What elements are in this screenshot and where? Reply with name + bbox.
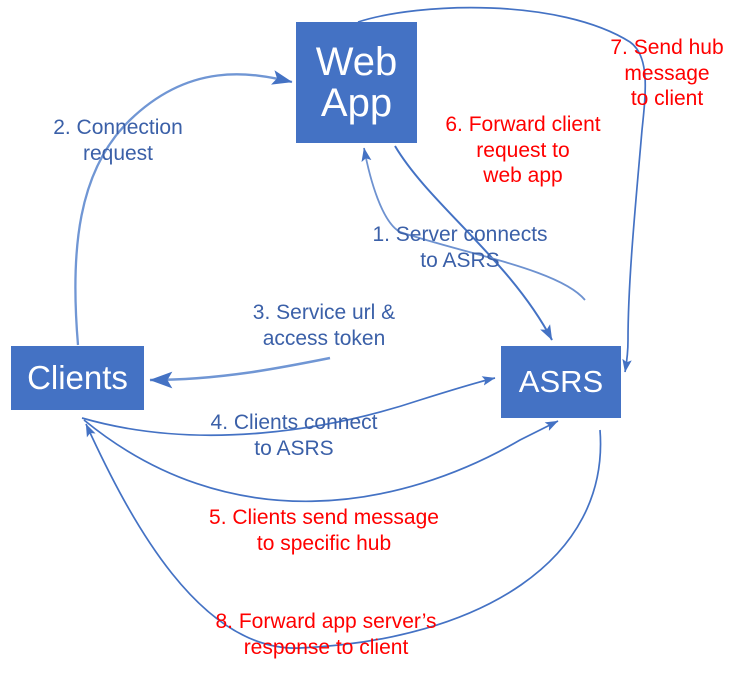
node-clients[interactable]: Clients xyxy=(11,346,144,410)
caption-step-2: 2. Connection request xyxy=(53,116,183,165)
node-web-app-label: Web App xyxy=(315,39,398,125)
arrow-step-7 xyxy=(357,6,647,373)
arrow-step-4 xyxy=(81,376,496,437)
caption-step-4: 4. Clients connect to ASRS xyxy=(210,411,378,460)
caption-step-8: 8. Forward app server’s response to clie… xyxy=(215,610,437,659)
caption-step-5: 5. Clients send message to specific hub xyxy=(209,506,439,555)
arrow-step-1 xyxy=(394,145,553,341)
arrow-step-6 xyxy=(361,147,586,301)
arrow-step-8 xyxy=(85,423,602,649)
caption-step-6: 6. Forward client request to web app xyxy=(445,113,601,188)
caption-step-1: 1. Server connects to ASRS xyxy=(372,223,548,272)
node-web-app[interactable]: Web App xyxy=(296,22,417,143)
caption-step-7: 7. Send hub message to client xyxy=(610,36,724,111)
arrow-step-5 xyxy=(83,419,559,503)
caption-step-3: 3. Service url & access token xyxy=(252,301,396,350)
node-clients-label: Clients xyxy=(27,359,128,397)
node-asrs[interactable]: ASRS xyxy=(501,346,621,418)
node-asrs-label: ASRS xyxy=(518,364,604,400)
arrow-step-2 xyxy=(74,70,293,346)
arrow-step-3 xyxy=(149,356,331,389)
